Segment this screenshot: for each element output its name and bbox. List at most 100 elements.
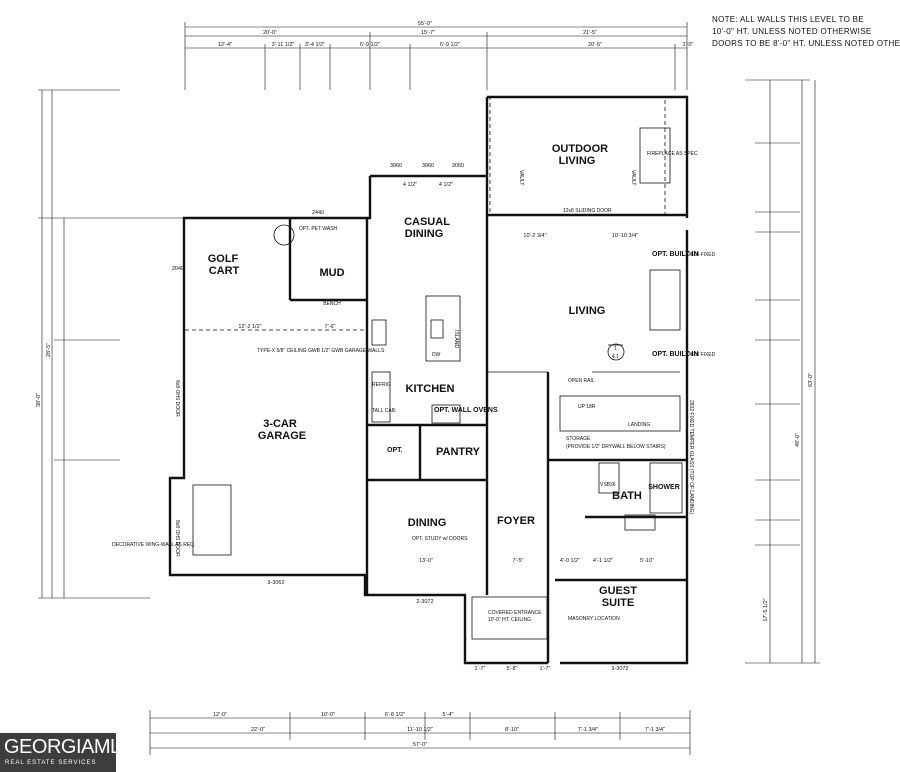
label-dw: DW [432,352,441,358]
room-labels: OUTDOOR LIVING CASUAL DINING GOLF CART M… [208,143,680,609]
logo-subtitle: REAL ESTATE SERVICES [5,760,97,766]
dim-overall-bottom: 57'-0" [413,742,427,748]
label-garage-ceiling: TYPE-X 5/8" CEILING GWB 1/2" GWB GARAGE … [257,348,385,354]
dim-top-20: 20'-0" [263,30,277,36]
label-fireplace-outdoor: FIREPLACE AS SPEC [647,151,698,157]
dim-garage-12-2: 12'-2 1/2" [238,324,261,330]
window-2040: 2040 [172,266,184,272]
room-pantry: PANTRY [436,446,481,458]
room-kitchen: KITCHEN [406,383,455,395]
label-refrig: REFRIG [372,382,391,388]
label-vault-right: VAULT [630,170,636,185]
label-sliding-door: 12x8 SLIDING DOOR [563,208,612,214]
dim-4-5a: 4 1/2" [403,182,417,188]
dim-bot-12: 12'-0" [213,712,227,718]
dim-ent-5-8: 5'-8" [507,666,518,672]
georgia-mls-logo: GEORGIAMLS REAL ESTATE SERVICES [0,733,134,772]
dim-ent-1-7b: 1'-7" [540,666,551,672]
dim-garage-7-6: 7'-6" [325,324,336,330]
room-foyer: FOYER [497,515,535,527]
label-landing: LANDING [628,422,650,428]
window-2440: 2440 [312,210,324,216]
room-dining: DINING [408,517,447,529]
label-vault-left: VAULT [518,170,524,185]
label-vsb: VSB36 [600,482,616,488]
window-3060-c: 3060 [452,163,464,169]
dim-top-3-11: 3'-11 1/2" [272,42,295,48]
label-study: OPT. STUDY w/ DOORS [412,536,468,542]
window-3060-b: 3060 [422,163,434,169]
room-garage-2: GARAGE [258,430,306,442]
room-living: LIVING [569,305,606,317]
logo-brand: GEORGIAMLS [4,736,134,759]
dimension-text: 55'-0" 20'-0" 15'-7" 21'-5" 12'-4" 3'-11… [36,21,814,748]
dim-foyer-7-5: 7'-5" [513,558,524,564]
dim-top-3-4: 3'-4 1/2" [305,42,325,48]
dim-top-15-7: 15'-7" [421,30,435,36]
dim-overall-top: 55'-0" [418,21,432,27]
label-builtin-lower: OPT. BUILT-IN [652,351,699,358]
general-notes: NOTE: ALL WALLS THIS LEVEL TO BE 10'-0" … [712,14,900,50]
window-3-3062: 3-3062 [267,580,284,586]
dim-guest-5-10: 5'-10" [640,558,654,564]
dim-ent-1-7: 1'-7" [475,666,486,672]
label-covered-entrance: COVERED ENTRANCE [488,610,542,616]
room-outdoor-living-2: LIVING [559,155,596,167]
room-golf-cart-1: GOLF [208,253,239,265]
dim-bot-10: 10'-0" [321,712,335,718]
room-garage-1: 3-CAR [263,418,297,430]
label-bench: BENCH [323,301,341,307]
window-3060-a: 3060 [390,163,402,169]
label-section-sheet: 4.1 [612,354,619,360]
dim-left-38: 38'-0" [36,393,42,407]
note-line-1: NOTE: ALL WALLS THIS LEVEL TO BE [712,15,864,24]
label-decorative-wing: DECORATIVE WING-WALL AS REQ. [112,542,195,548]
label-fixed-2828-upper: 2828 FIXED [688,252,716,258]
label-builtin-upper: OPT. BUILT-IN [652,251,699,258]
label-double-door-lower: 8x8 OHS DOOR [174,520,180,557]
logo-brand-b: MLS [93,736,134,758]
dim-bot-5-4: 5'-4" [443,712,454,718]
room-casual-dining-1: CASUAL [404,216,450,228]
label-tall-cab: TALL CAB. [372,408,396,414]
label-pet-wash: OPT. PET WASH [299,226,338,232]
label-masonry: MASONRY LOCATION [568,616,620,622]
room-shower: SHOWER [648,484,680,491]
dim-top-21-5: 21'-5" [583,30,597,36]
note-line-2: 10'-0" HT. UNLESS NOTED OTHERWISE [712,27,872,36]
label-wall-ovens: OPT. WALL OVENS [434,407,498,414]
dim-bot-6-8: 6'-8 1/2" [385,712,405,718]
dim-right-63: 63'-0" [808,373,814,387]
window-2-3072: 2-3072 [416,599,433,605]
logo-brand-a: GEORGIA [4,736,94,758]
thin-lines [185,96,683,640]
label-ceiling-10: 10'-0" HT. CEILING [488,617,531,623]
room-golf-cart-2: CART [209,265,240,277]
room-mud: MUD [319,267,344,279]
dim-left-28-5: 28'-5" [46,343,52,357]
label-storage: STORAGE [566,436,591,442]
dim-living-10-10: 10'-10 3/4" [612,233,638,239]
dimension-lines [38,22,820,755]
note-line-3: DOORS TO BE 8'-0" HT. UNLESS NOTED OTHER… [712,39,900,48]
dim-right-49: 49'-0" [795,433,801,447]
label-stair-tower: 2832 FIXED TEMPER GLASS (TOP OF LANDING) [688,400,694,515]
label-up: UP 18R [578,404,596,410]
dim-right-17-5: 17'-5 1/2" [763,598,769,621]
walls [168,95,689,665]
label-open-rail: OPEN RAIL [568,378,595,384]
dim-bot-7-1b: 7'-1 3/4" [645,727,665,733]
label-section-num: 1 [614,346,617,352]
dim-bot-8-10: 8'-10" [505,727,519,733]
dim-dining-13: 13'-0" [419,558,433,564]
room-outdoor-living-1: OUTDOOR [552,143,608,155]
annotation-labels: OPT. PET WASH BENCH ISLAND DW REFRIG TAL… [112,151,716,623]
label-fixed-2828-lower: 2828 FIXED [688,352,716,358]
room-guest-1: GUEST [599,585,637,597]
label-island: ISLAND [453,330,459,348]
dim-top-6-9b: 6'-9 1/2" [440,42,460,48]
dim-guest-4b: 4'-1 1/2" [593,558,613,564]
window-3-3072: 3-3072 [611,666,628,672]
dim-top-6-9a: 6'-9 1/2" [360,42,380,48]
